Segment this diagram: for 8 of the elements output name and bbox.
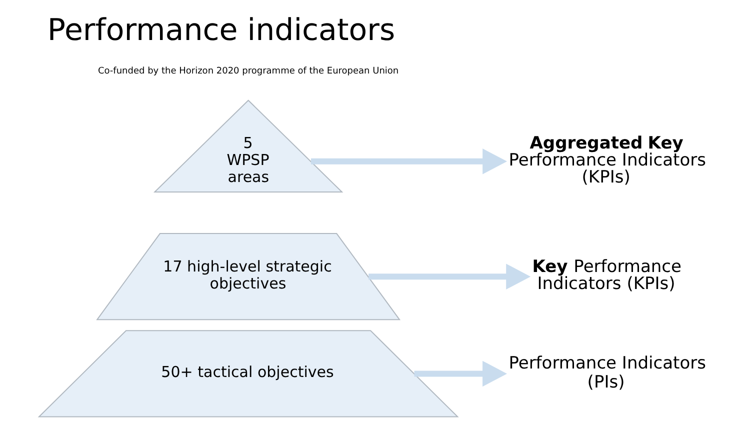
node-text: Performance Indicators (PIs) (508, 353, 706, 392)
arrow (368, 264, 531, 290)
diagram-title: Performance indicators (47, 13, 396, 48)
arrow (414, 360, 508, 387)
label: Co-funded by the Horizon 2020 programme of the European Union (98, 66, 399, 76)
arrow (311, 148, 508, 174)
node-text: Key Performance Indicators (KPIs) (532, 257, 682, 294)
node-text: Aggregated Key Performance Indicators (KPIs) (508, 134, 706, 188)
